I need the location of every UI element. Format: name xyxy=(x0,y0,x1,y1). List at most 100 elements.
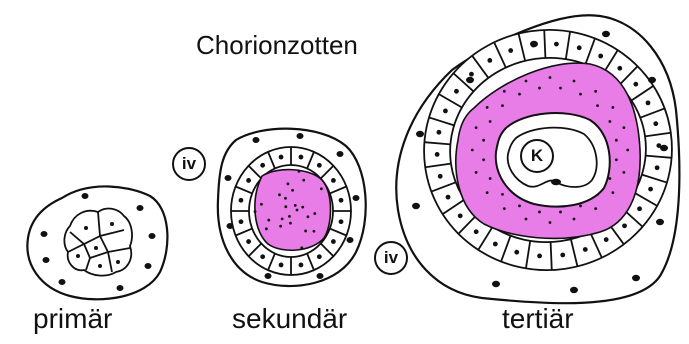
mesenchyme-dot xyxy=(267,219,270,222)
mesenchyme-dot xyxy=(294,204,297,207)
mesenchyme-dot xyxy=(475,126,478,129)
cell-nucleus xyxy=(339,219,344,224)
mesenchyme-dot xyxy=(296,209,299,212)
mesenchyme-dot xyxy=(573,218,576,221)
cell-nucleus xyxy=(279,263,284,268)
mesenchyme-dot xyxy=(626,149,629,152)
marker-iv-left: iv xyxy=(172,147,206,181)
cell-nucleus xyxy=(458,213,463,218)
mesenchyme-dot xyxy=(538,87,541,90)
cell-nucleus xyxy=(299,263,304,268)
mesenchyme-dot xyxy=(611,106,614,109)
mesenchyme-dot xyxy=(501,193,504,196)
secondary-mesenchyme xyxy=(255,170,331,251)
cell-nucleus xyxy=(331,239,336,244)
mesenchyme-dot xyxy=(594,90,597,93)
mesenchyme-dot xyxy=(260,203,263,206)
cell-nucleus xyxy=(331,178,336,183)
cell-nucleus xyxy=(317,254,322,259)
cell-nucleus xyxy=(246,178,251,183)
mesenchyme-dot xyxy=(284,205,287,208)
mesenchyme-dot xyxy=(608,120,611,123)
cell-nucleus xyxy=(514,250,519,255)
cell-nucleus xyxy=(598,54,603,59)
mesenchyme-dot xyxy=(291,189,294,192)
mesenchyme-dot xyxy=(486,106,489,109)
mesenchyme-dot xyxy=(538,211,541,214)
mesenchyme-dot xyxy=(503,207,506,210)
mesenchyme-dot xyxy=(287,182,290,185)
cell-nucleus xyxy=(438,174,443,179)
cell-nucleus xyxy=(260,254,265,259)
cell-nucleus xyxy=(554,42,559,47)
cell-nucleus xyxy=(508,48,513,53)
cell-nucleus xyxy=(446,195,451,200)
cell-nucleus xyxy=(583,247,588,252)
cell-nucleus xyxy=(637,206,642,211)
mesenchyme-dot xyxy=(289,222,292,225)
mesenchyme-dot xyxy=(288,215,291,218)
mesenchyme-dot xyxy=(489,177,492,180)
cell-nucleus xyxy=(577,45,582,50)
mesenchyme-dot xyxy=(298,170,301,173)
cell-nucleus xyxy=(279,155,284,160)
primary-villus-outline xyxy=(27,186,167,299)
diagram-title: Chorionzotten xyxy=(196,30,358,61)
mesenchyme-dot xyxy=(611,191,614,194)
marker-kapillare: K xyxy=(520,139,554,173)
cell-nucleus xyxy=(239,219,244,224)
cell-wall xyxy=(544,30,545,58)
cell-nucleus xyxy=(622,223,627,228)
mesenchyme-dot xyxy=(301,206,304,209)
mesenchyme-dot xyxy=(525,218,528,221)
cell-nucleus xyxy=(469,72,474,77)
mesenchyme-dot xyxy=(559,87,562,90)
cell-nucleus xyxy=(648,187,653,192)
mesenchyme-dot xyxy=(501,104,504,107)
mesenchyme-dot xyxy=(302,179,305,182)
mesenchyme-dot xyxy=(622,126,625,129)
cell-nucleus xyxy=(604,237,609,242)
mesenchyme-dot xyxy=(579,204,582,207)
label-primar: primär xyxy=(33,303,112,335)
mesenchyme-dot xyxy=(559,211,562,214)
label-tertiar: tertiär xyxy=(502,303,574,335)
primary-villus xyxy=(27,186,167,299)
mesenchyme-dot xyxy=(622,171,625,174)
mesenchyme-dot xyxy=(304,230,307,233)
cell-nucleus xyxy=(617,66,622,71)
mesenchyme-dot xyxy=(313,212,316,215)
cell-wall xyxy=(551,242,552,270)
cell-nucleus xyxy=(487,58,492,63)
mesenchyme-dot xyxy=(278,193,281,196)
cell-nucleus xyxy=(454,89,459,94)
capillary-nucleus xyxy=(551,179,561,185)
mesenchyme-dot xyxy=(596,104,599,107)
cell-nucleus xyxy=(560,253,565,258)
label-sekundar: sekundär xyxy=(232,303,347,335)
cell-nucleus xyxy=(653,121,658,126)
cell-nucleus xyxy=(646,100,651,105)
mesenchyme-dot xyxy=(594,207,597,210)
mesenchyme-dot xyxy=(573,80,576,83)
mesenchyme-dot xyxy=(549,221,552,224)
cell-nucleus xyxy=(246,239,251,244)
cell-nucleus xyxy=(443,108,448,113)
mesenchyme-dot xyxy=(300,246,303,249)
marker-iv-right: iv xyxy=(374,241,408,275)
mesenchyme-dot xyxy=(482,139,485,142)
cell-nucleus xyxy=(474,229,479,234)
mesenchyme-dot xyxy=(615,139,618,142)
mesenchyme-dot xyxy=(265,227,268,230)
mesenchyme-dot xyxy=(279,225,282,228)
cell-nucleus xyxy=(435,152,440,157)
cell-nucleus xyxy=(437,130,442,135)
mesenchyme-dot xyxy=(320,187,323,190)
cell-nucleus xyxy=(260,163,265,168)
cell-nucleus xyxy=(317,163,322,168)
mesenchyme-dot xyxy=(518,93,521,96)
mesenchyme-dot xyxy=(579,93,582,96)
cell-nucleus xyxy=(493,242,498,247)
mesenchyme-dot xyxy=(489,120,492,123)
mesenchyme-dot xyxy=(313,230,316,233)
